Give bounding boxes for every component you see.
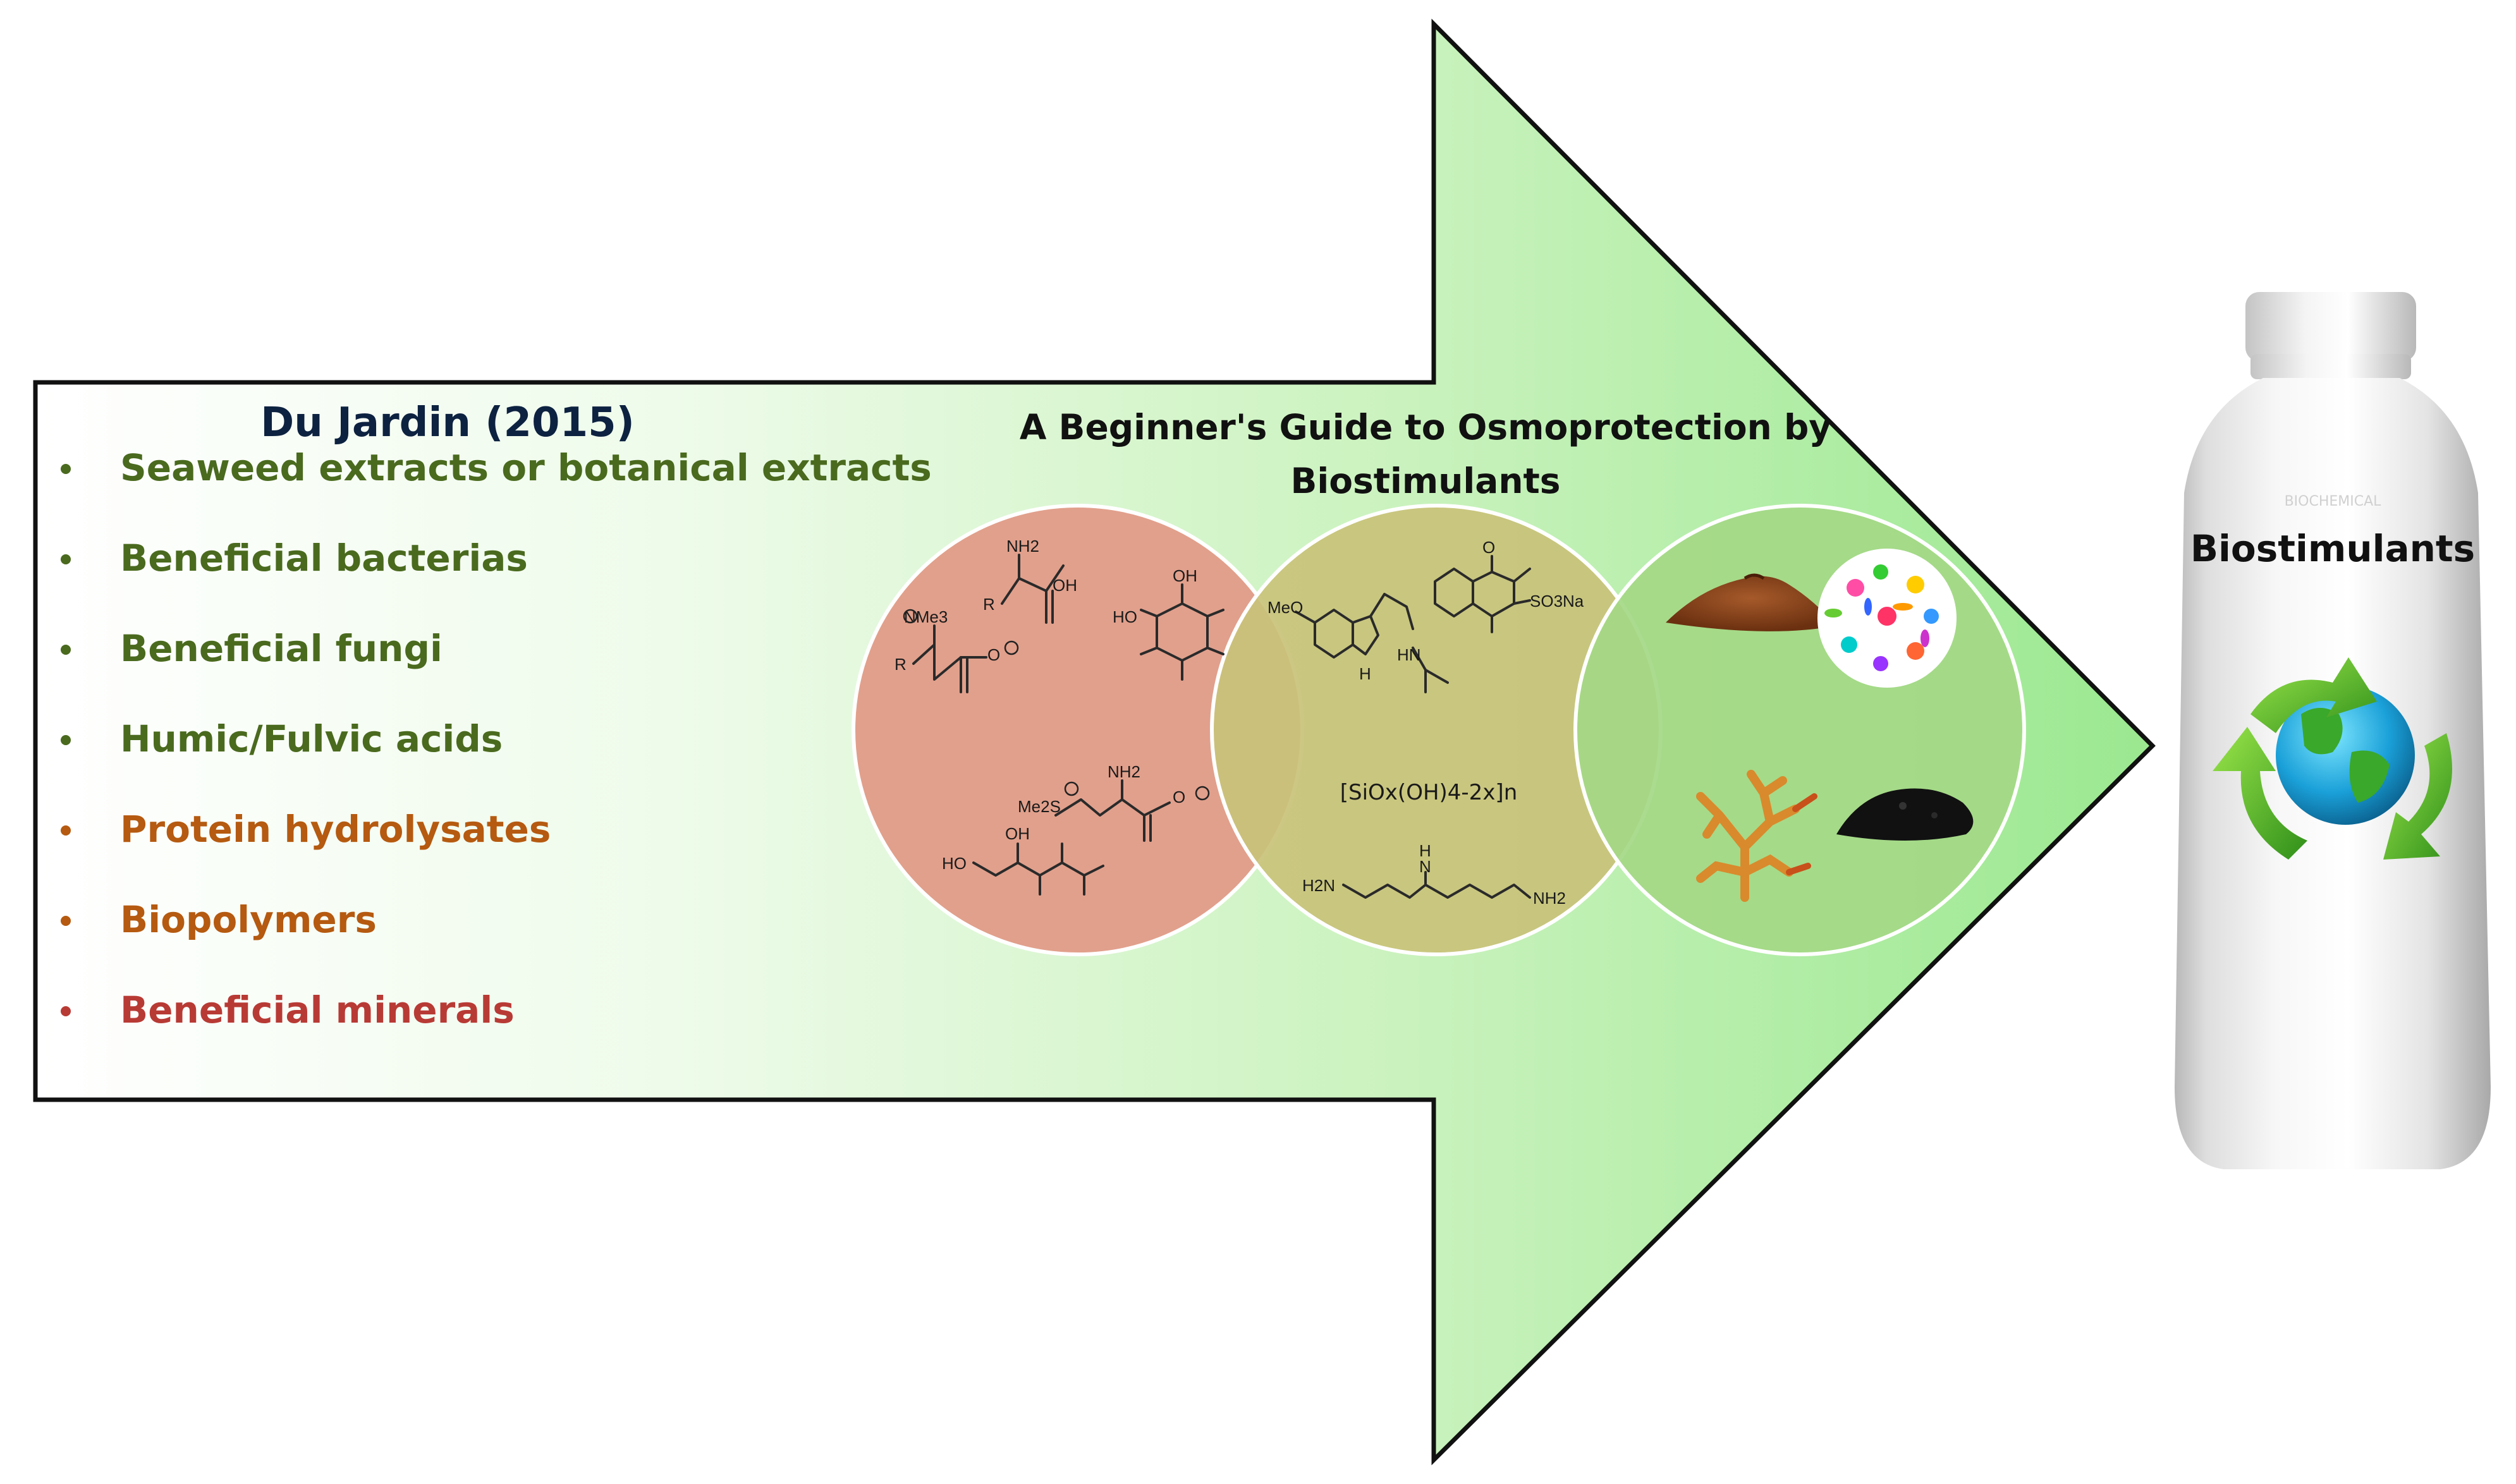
label-nh2-b: NH2 (1108, 762, 1140, 781)
label-so3na: SO3Na (1530, 592, 1584, 611)
structure-smm: Me2S NH2 O (1018, 762, 1210, 842)
label-nh: H (1359, 664, 1371, 683)
structure-spermidine: H2N N H NH2 (1302, 841, 1566, 908)
label-n-amine: N (1419, 857, 1431, 876)
category-list: Seaweed extracts or botanical extractsBe… (61, 446, 932, 1031)
label-r-a: R (983, 595, 995, 614)
bottle-faint-text: BIOCHEMICAL (2285, 494, 2382, 509)
seaweed-image (1696, 770, 1817, 902)
structure-menadione: O SO3Na (1434, 538, 1584, 633)
category-item: Seaweed extracts or botanical extracts (120, 446, 932, 489)
category-bullet (61, 825, 71, 836)
circle-natural-sources (1573, 504, 2026, 956)
category-item: Protein hydrolysates (120, 808, 551, 851)
label-ho-sugar: HO (942, 854, 967, 873)
black-humus-image (1836, 788, 1974, 841)
category-item: Biopolymers (120, 898, 377, 941)
source-heading: Du Jardin (2015) (260, 399, 635, 446)
label-me2s: Me2S (1018, 797, 1061, 816)
label-oh-sugar: OH (1005, 824, 1030, 843)
category-bullet (61, 1006, 71, 1016)
label-oh-inositol: OH (1173, 566, 1197, 585)
recycle-globe-icon (2213, 657, 2452, 860)
structure-melatonin: MeO H HN (1267, 593, 1449, 693)
structure-inositol: OH HO (1113, 566, 1224, 681)
label-r-b: R (895, 655, 907, 674)
category-bullet (61, 735, 71, 745)
category-bullet (61, 645, 71, 655)
microbes-image (1817, 549, 1957, 688)
category-bullet (61, 464, 71, 474)
label-nh2-a: NH2 (1006, 537, 1039, 556)
label-nh2-c: NH2 (1533, 889, 1566, 908)
label-h2n: H2N (1302, 876, 1335, 895)
category-item: Beneficial bacterias (120, 537, 528, 580)
red-powder-image (1666, 573, 1836, 631)
label-n-h: H (1419, 841, 1431, 860)
category-bullet (61, 916, 71, 926)
category-item: Humic/Fulvic acids (120, 717, 503, 760)
silica-formula: [SiOx(OH)4-2x]n (1340, 780, 1518, 805)
guide-title-line2: Biostimulants (1290, 461, 1560, 501)
structure-amino-acid: NH2 OH R (983, 537, 1077, 624)
product-label: Biostimulants (2190, 527, 2475, 570)
label-o-naph: O (1482, 538, 1495, 557)
category-bullet (61, 554, 71, 564)
label-oh-a: OH (1053, 576, 1077, 595)
structure-sugar: HO OH (942, 824, 1104, 896)
guide-title-line1: A Beginner's Guide to Osmoprotection by (1020, 407, 1831, 447)
structure-betaine: NMe3 R O (895, 607, 1019, 693)
label-hn: HN (1397, 645, 1421, 664)
category-item: Beneficial minerals (120, 988, 515, 1031)
label-o-b: O (987, 645, 1000, 664)
label-ho-inositol: HO (1113, 607, 1137, 626)
label-o-c: O (1173, 788, 1185, 806)
category-item: Beneficial fungi (120, 627, 443, 670)
label-meo: MeO (1267, 598, 1303, 617)
